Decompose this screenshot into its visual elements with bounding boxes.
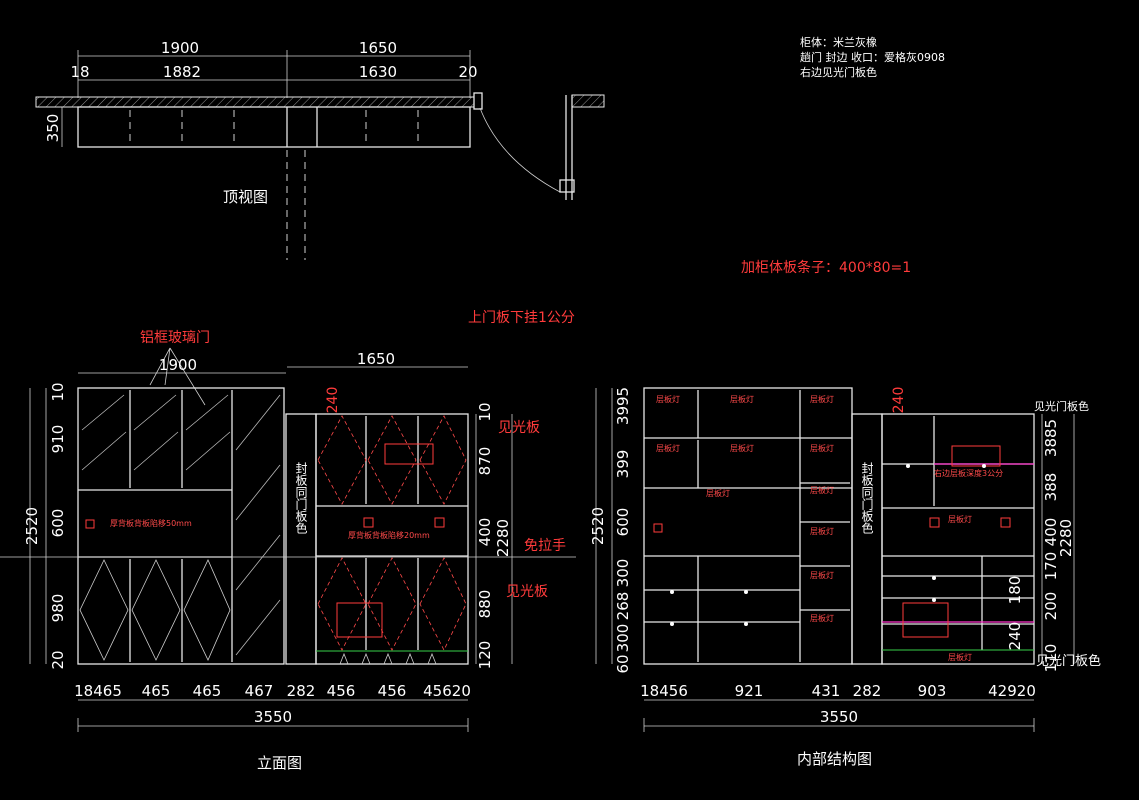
elev-right-dim-400: 400 [476,518,494,547]
int-bottom-dim-5: 903 [918,682,947,700]
interior-view: 层板灯 层板灯 层板灯 层板灯 层板灯 层板灯 层板灯 层板灯 层板灯 层板灯 … [589,387,1101,768]
int-light-13: 层板灯 [948,652,972,662]
int-right-dim-5: 200 [1042,592,1060,621]
elev-left-dim-20: 20 [49,650,67,669]
elev-dim-1900: 1900 [159,356,197,374]
elev-bottom-dim-7: 456 [378,682,407,700]
int-right-dim-7: 180 [1006,576,1024,605]
int-light-5: 层板灯 [730,443,754,453]
int-bottom-dim-1: 18456 [640,682,688,700]
elev-total-height: 2520 [23,507,41,545]
red-note-add-strip: 加柜体板条子：400*80=1 [741,259,911,276]
note-line-2: 趟门 封边 收口：爱格灰0908 [800,50,945,64]
int-bottom-dim-2: 921 [735,682,764,700]
elev-total-width: 3550 [254,708,292,726]
int-right-total: 2280 [1057,519,1075,557]
elevation-title: 立面图 [257,754,302,772]
note-line-3: 右边见光门板色 [800,65,877,79]
int-light-12: 层板灯 [948,514,972,524]
elev-right-dim-880: 880 [476,590,494,619]
int-right-dim-2: 388 [1042,473,1060,502]
elev-left-dim-600: 600 [49,509,67,538]
elev-dim-1650: 1650 [357,350,395,368]
elev-bottom-dim-2: 465 [142,682,171,700]
int-light-10: 层板灯 [810,570,834,580]
elev-drawer-note-left: 厚背板背板陷移50mm [110,518,192,528]
elev-seal-text: 封板同门板色 [294,462,308,534]
note-line-1: 柜体：米兰灰橡 [800,35,877,49]
elev-right-dim-10: 10 [476,402,494,421]
elev-right-dim-120: 120 [476,641,494,670]
red-note-door-down: 上门板下挂1公分 [468,310,575,326]
int-light-2: 层板灯 [730,394,754,404]
top-view: 1900 1650 18 1882 1630 20 350 顶视图 [35,39,605,260]
int-bottom-dim-3: 431 [812,682,841,700]
int-right-dim-8: 110 [1042,644,1060,673]
elev-label-visible-2: 见光板 [506,584,548,600]
elev-bottom-dim-1: 18465 [74,682,122,700]
int-left-dim-7: 60 [614,654,632,673]
int-right-dim-3: 400 [1042,518,1060,547]
elev-bottom-dim-3: 465 [193,682,222,700]
int-right-dim-4: 170 [1042,552,1060,581]
elev-bottom-dim-5: 282 [287,682,316,700]
top-dim-1900: 1900 [161,39,199,57]
int-seal-text: 封板同门板色 [860,462,874,534]
int-left-dim-5: 268 [614,592,632,621]
elev-bottom-dim-6: 456 [327,682,356,700]
int-bottom-dim-4: 282 [853,682,882,700]
elev-label-visible: 见光板 [498,420,540,436]
elev-dim-240: 240 [325,387,341,414]
int-shelf-note: 右边层板深度3公分 [934,468,1003,478]
elev-left-dim-10: 10 [49,382,67,401]
elevation-view: 1900 1650 厚背板背板陷移50mm [0,350,576,772]
elev-drawer-note-right: 厚背板背板陷移20mm [348,530,430,540]
int-light-3: 层板灯 [810,394,834,404]
int-light-9: 层板灯 [810,526,834,536]
elev-right-dim-870: 870 [476,447,494,476]
int-light-7: 层板灯 [706,488,730,498]
material-notes: 柜体：米兰灰橡 趟门 封边 收口：爱格灰0908 右边见光门板色 [800,35,945,79]
elev-bottom-dim-8: 45620 [423,682,471,700]
elev-label-no-handle: 免拉手 [524,538,566,554]
int-left-dim-1: 3995 [614,387,632,425]
int-left-dim-6: 300 [614,624,632,653]
int-total-width: 3550 [820,708,858,726]
elev-bottom-dim-4: 467 [245,682,274,700]
top-dim-1630: 1630 [359,63,397,81]
top-dim-1882: 1882 [163,63,201,81]
int-light-8: 层板灯 [810,485,834,495]
int-right-dim-1: 3885 [1042,419,1060,457]
int-light-4: 层板灯 [656,443,680,453]
int-left-dim-2: 399 [614,450,632,479]
top-dim-1650: 1650 [359,39,397,57]
elev-left-dim-980: 980 [49,594,67,623]
int-light-11: 层板灯 [810,613,834,623]
interior-title: 内部结构图 [797,750,872,768]
int-dim-240: 240 [891,387,907,414]
top-dim-20: 20 [458,63,477,81]
int-total-height: 2520 [589,507,607,545]
int-bottom-dim-6: 42920 [988,682,1036,700]
top-view-title: 顶视图 [223,188,268,206]
int-right-dim-6: 240 [1006,622,1024,651]
red-note-alu-glass: 铝框玻璃门 [140,329,210,346]
int-left-dim-4: 300 [614,559,632,588]
top-dim-18: 18 [70,63,89,81]
elev-right-total: 2280 [494,519,512,557]
int-label-visible: 见光门板色 [1034,399,1089,413]
top-depth-350: 350 [44,114,62,143]
int-light-1: 层板灯 [656,394,680,404]
int-left-dim-3: 600 [614,508,632,537]
int-label-visible-2: 见光门板色 [1036,653,1101,669]
int-light-6: 层板灯 [810,443,834,453]
elev-left-dim-910: 910 [49,425,67,454]
